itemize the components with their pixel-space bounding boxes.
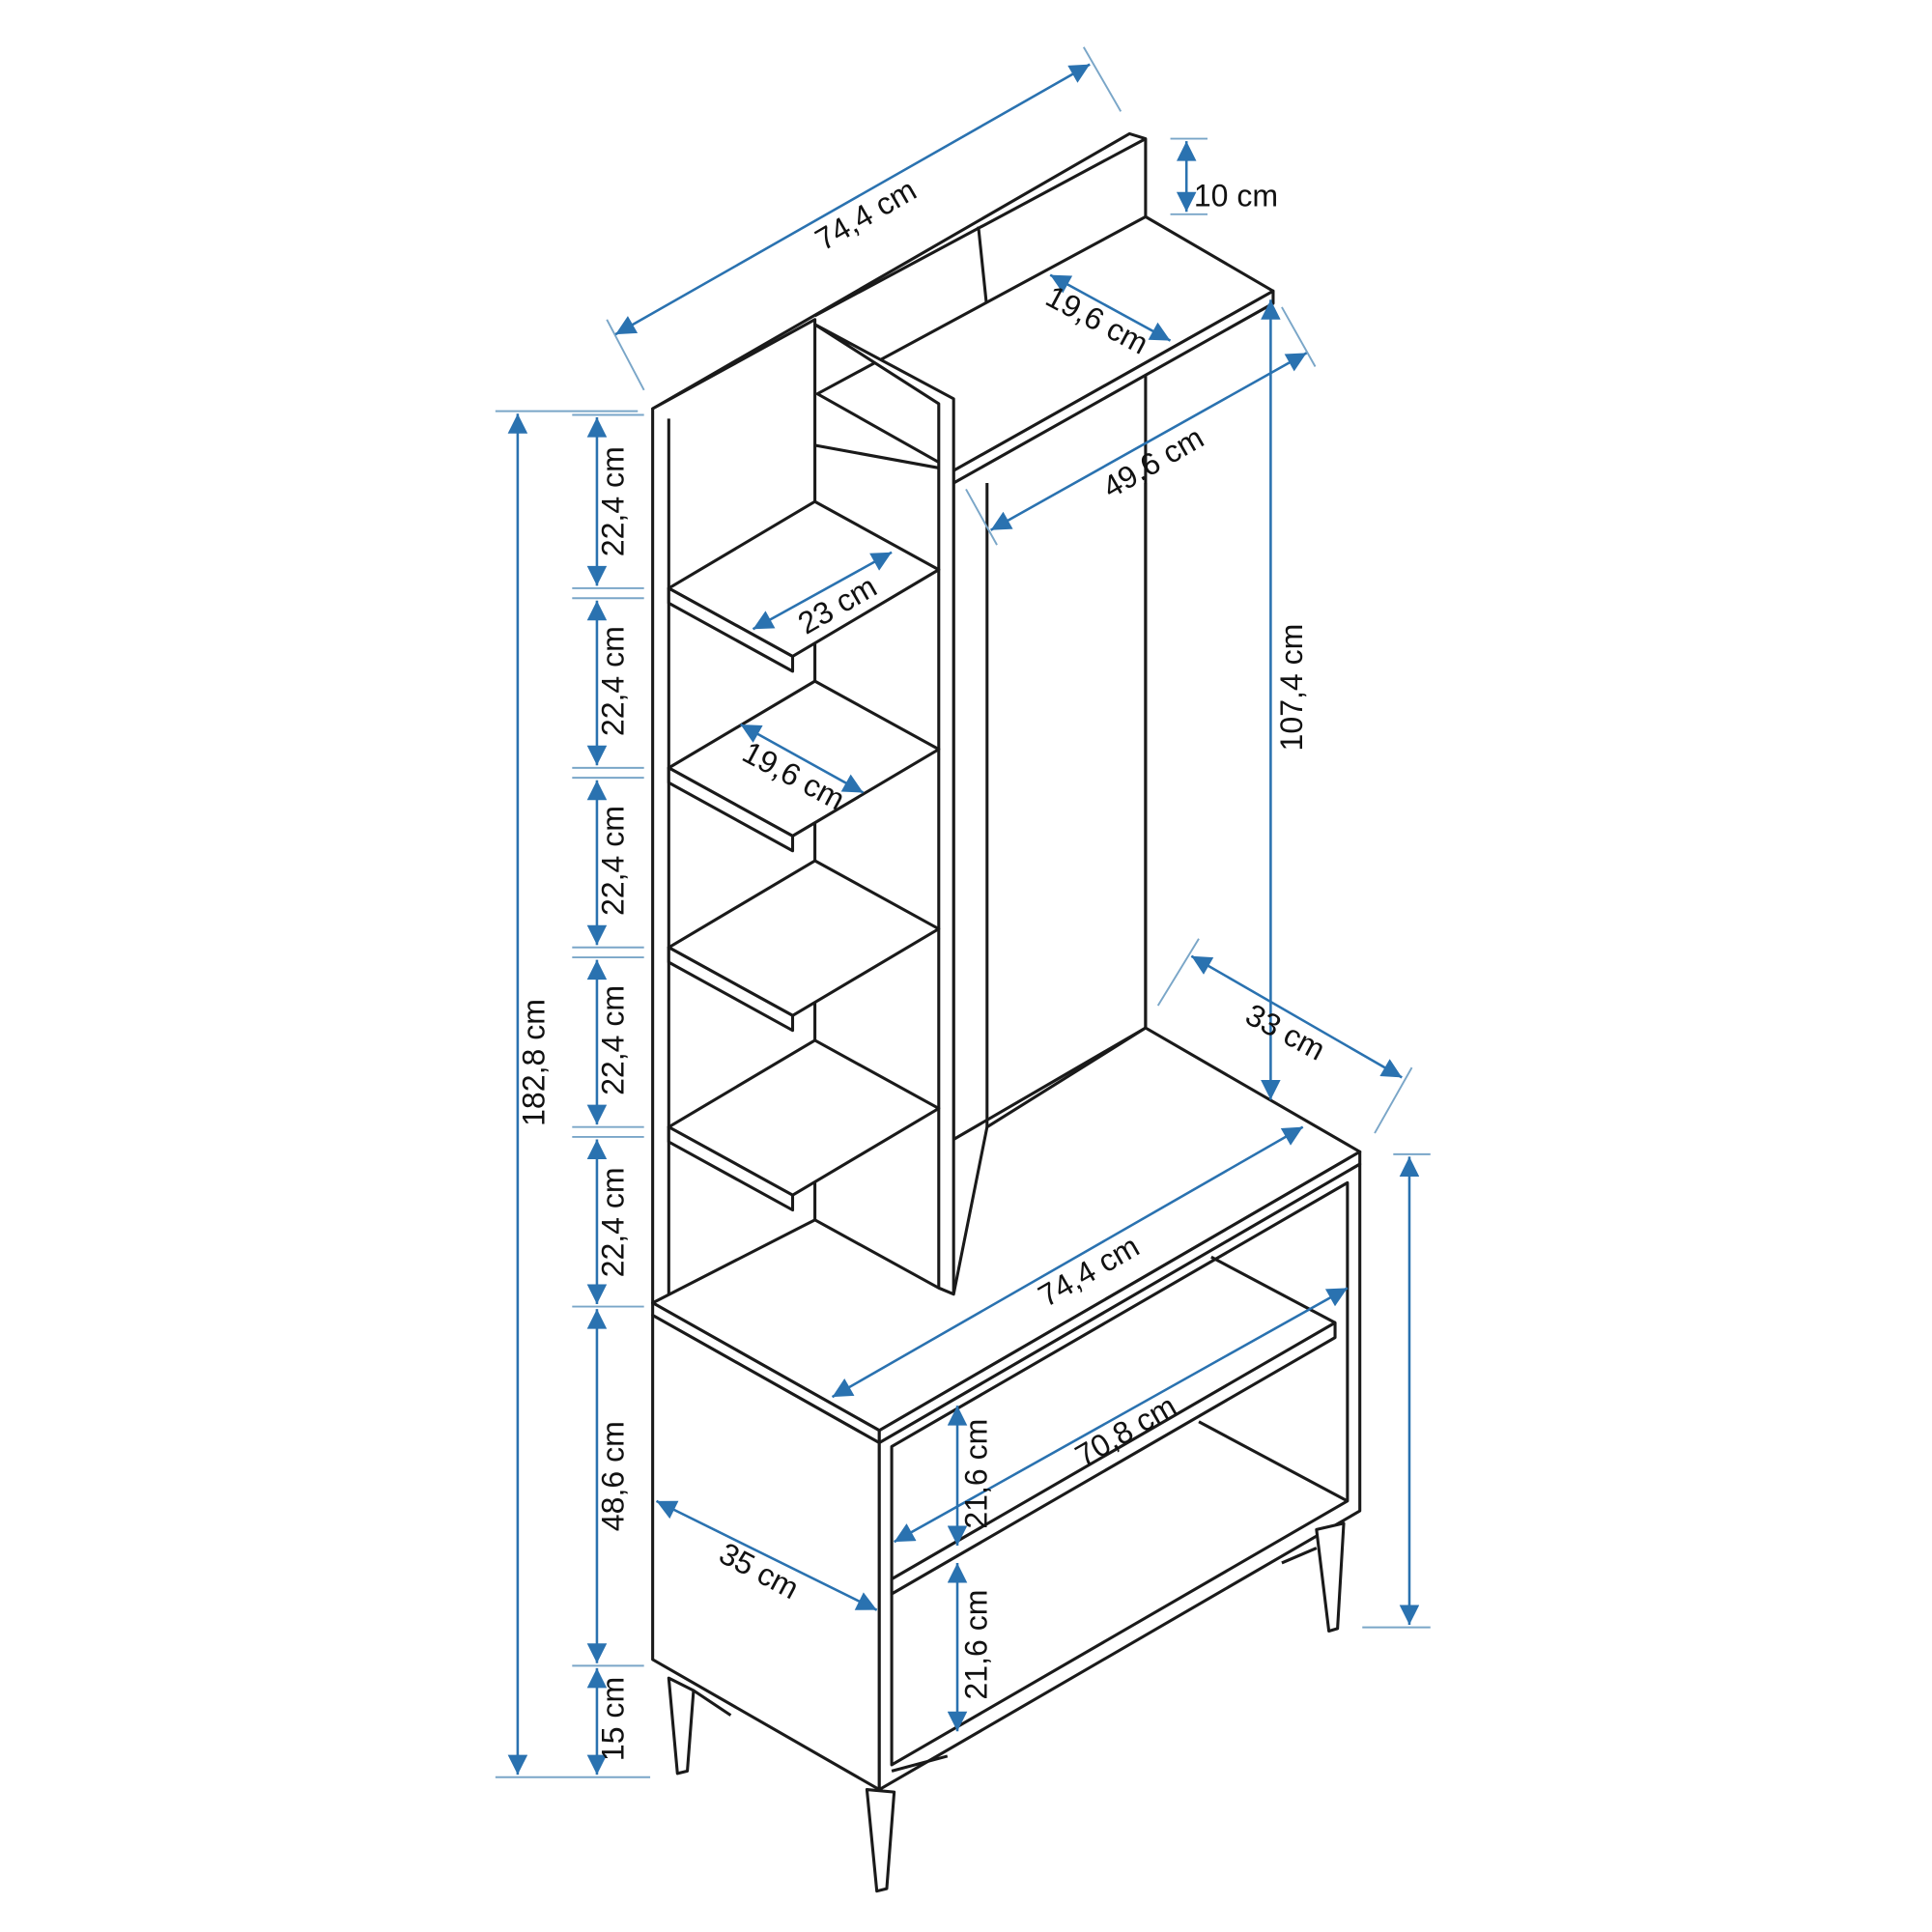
label-shelf-spacing-4: 22,4 cm (596, 985, 631, 1095)
label-shelf-spacing-1: 22,4 cm (596, 446, 631, 556)
tower-shelves (667, 499, 941, 1212)
label-shelf-spacing-2: 22,4 cm (596, 626, 631, 736)
label-shelf-spacing-3: 22,4 cm (596, 806, 631, 916)
label-backboard-height: 10 cm (1194, 179, 1278, 213)
label-bench-depth: 33 cm (1240, 997, 1331, 1067)
label-cabinet-height: 48,6 cm (596, 1421, 631, 1531)
label-shelf-spacing-5: 22,4 cm (596, 1167, 631, 1277)
label-hanging-height: 107,4 cm (1274, 624, 1309, 752)
label-total-height: 182,8 cm (517, 999, 552, 1126)
label-compartment-upper: 21,6 cm (958, 1419, 993, 1529)
furniture-outline (651, 131, 1362, 1893)
label-compartment-lower: 21,6 cm (958, 1590, 993, 1700)
legs (667, 1521, 1346, 1893)
label-leg-height: 15 cm (596, 1677, 631, 1761)
dimension-lines (495, 46, 1431, 1778)
